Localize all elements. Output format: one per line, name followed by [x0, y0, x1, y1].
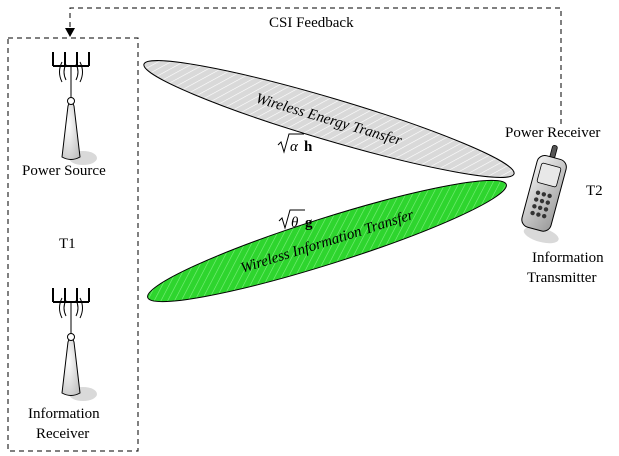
info-receiver-label-line2: Receiver	[36, 426, 89, 442]
theta-symbol: θ	[291, 215, 299, 231]
t2-label: T2	[586, 183, 603, 199]
csi-feedback-label: CSI Feedback	[269, 15, 354, 31]
t1-group-box	[7, 37, 139, 452]
t1-label: T1	[59, 236, 76, 252]
info-channel-symbol: θ g	[278, 209, 313, 231]
tower-antenna-icon	[52, 288, 97, 401]
alpha-symbol: α	[290, 139, 299, 155]
info-receiver-label-line1: Information	[28, 406, 100, 422]
mobile-phone-icon	[521, 145, 567, 244]
h-vector-symbol: h	[304, 139, 313, 155]
csi-feedback-path	[65, 7, 562, 124]
power-source-label: Power Source	[22, 163, 106, 179]
info-transmitter-label-line2: Transmitter	[527, 270, 596, 286]
info-transmitter-label-line1: Information	[532, 250, 604, 266]
tower-antenna-icon	[52, 52, 97, 165]
g-vector-symbol: g	[305, 215, 313, 231]
power-receiver-label: Power Receiver	[505, 125, 600, 141]
energy-channel-symbol: α h	[277, 133, 313, 155]
energy-transfer-beam: Wireless Energy Transfer	[143, 60, 515, 178]
information-transfer-beam: Wireless Information Transfer	[147, 179, 507, 303]
